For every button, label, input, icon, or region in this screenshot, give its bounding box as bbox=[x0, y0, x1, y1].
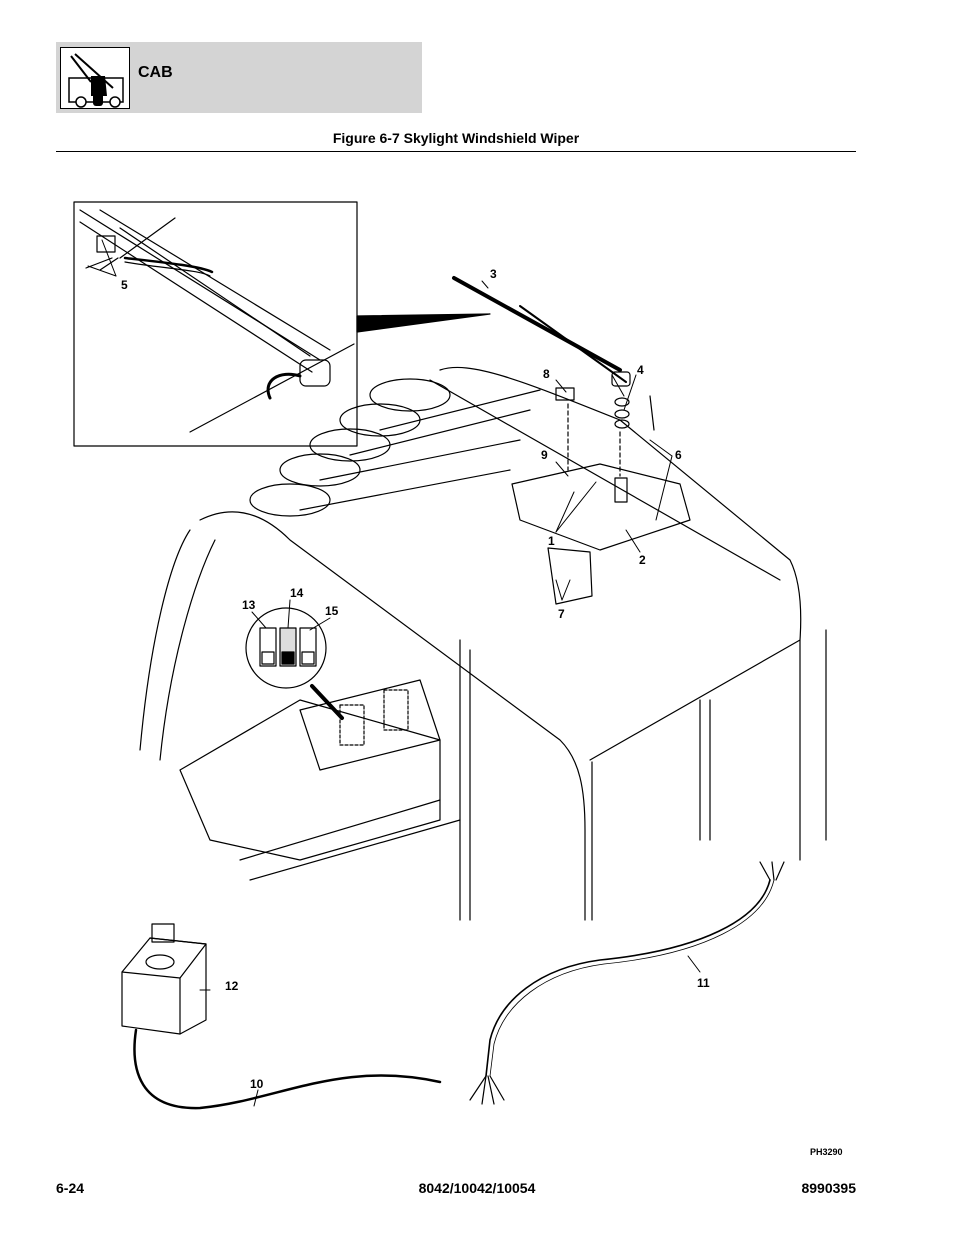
model-numbers: 8042/10042/10054 bbox=[418, 1180, 536, 1196]
callout-2: 2 bbox=[639, 553, 646, 567]
callout-leaders bbox=[87, 239, 701, 1107]
photo-id: PH3290 bbox=[810, 1147, 843, 1157]
section-header: CAB bbox=[56, 42, 422, 113]
callout-5: 5 bbox=[121, 278, 128, 292]
header-rule bbox=[56, 151, 856, 152]
section-title: CAB bbox=[138, 64, 173, 81]
telehandler-icon bbox=[60, 47, 130, 109]
callout-4: 4 bbox=[637, 363, 644, 377]
document-number: 8990395 bbox=[801, 1180, 856, 1196]
callout-13: 13 bbox=[242, 598, 256, 612]
cab-frame bbox=[139, 366, 827, 921]
callout-6: 6 bbox=[675, 448, 682, 462]
page-number: 6-24 bbox=[56, 1180, 85, 1196]
figure-title: Figure 6-7 Skylight Windshield Wiper bbox=[332, 130, 580, 146]
callout-11: 11 bbox=[697, 976, 710, 990]
callout-15: 15 bbox=[325, 604, 339, 618]
callout-9: 9 bbox=[541, 448, 548, 462]
wiring-harness bbox=[469, 861, 785, 1105]
wiper-detail-inset bbox=[73, 201, 358, 447]
callout-8: 8 bbox=[543, 367, 550, 381]
switch-panel-detail bbox=[245, 607, 344, 720]
wiper-assembly bbox=[452, 276, 655, 431]
callout-7: 7 bbox=[558, 607, 565, 621]
callout-1: 1 bbox=[548, 534, 555, 548]
parts-diagram bbox=[73, 201, 827, 1110]
callout-12: 12 bbox=[225, 979, 239, 993]
washer-reservoir bbox=[121, 923, 442, 1110]
callout-10: 10 bbox=[250, 1077, 264, 1091]
motor-bracket bbox=[511, 403, 691, 605]
callout-3: 3 bbox=[490, 267, 497, 281]
callout-14: 14 bbox=[290, 586, 304, 600]
